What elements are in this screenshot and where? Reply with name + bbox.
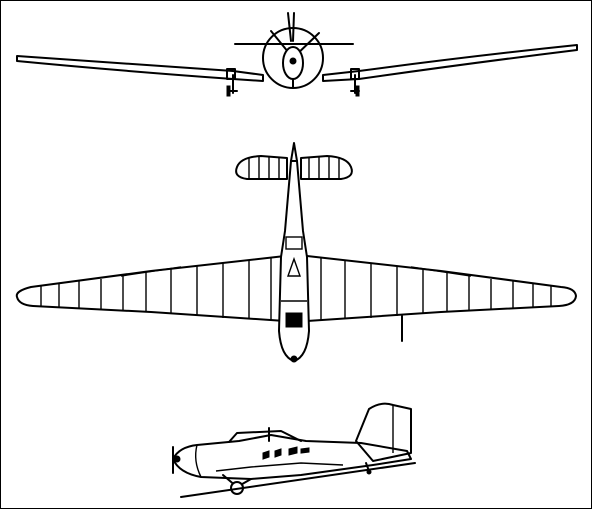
top-engine-band — [285, 312, 303, 328]
front-right-wheel — [355, 85, 360, 97]
top-canopy — [287, 256, 301, 277]
top-main-wing — [15, 255, 577, 322]
top-left-tailplane — [235, 155, 288, 180]
side-wing-root — [215, 462, 344, 472]
top-right-tailplane — [300, 155, 353, 180]
side-spinner — [173, 455, 181, 463]
top-ailerons — [120, 266, 472, 277]
front-fin — [287, 12, 295, 42]
front-left-fairing — [226, 68, 236, 80]
side-view — [172, 402, 416, 498]
top-fin-tip — [290, 142, 298, 162]
side-ground-line — [180, 462, 416, 498]
front-left-wheel — [226, 85, 231, 97]
front-view — [16, 12, 578, 97]
side-canopy — [228, 430, 302, 443]
side-fin — [355, 402, 412, 462]
top-spinner — [290, 355, 298, 363]
side-windows — [262, 446, 310, 460]
front-right-wing — [322, 44, 578, 82]
side-cowl-line — [194, 444, 202, 478]
top-view — [15, 142, 577, 363]
top-cockpit — [285, 236, 303, 250]
front-right-fairing — [350, 68, 360, 80]
side-fuselage — [172, 434, 412, 480]
top-tailplane-ribs — [248, 157, 340, 179]
top-wing-ribs — [40, 257, 552, 320]
front-left-wing — [16, 55, 264, 82]
front-spinner — [289, 57, 297, 65]
